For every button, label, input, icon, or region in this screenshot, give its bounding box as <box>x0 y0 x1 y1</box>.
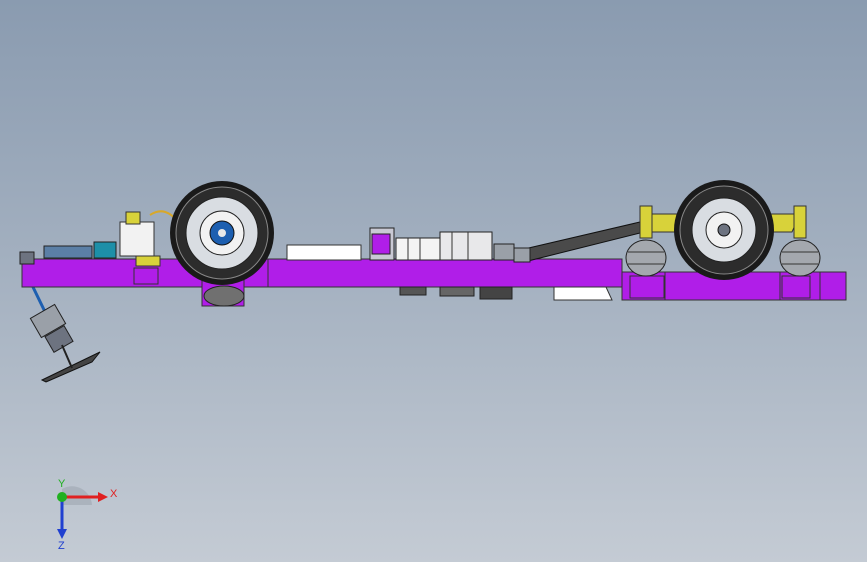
transmission-assembly[interactable] <box>369 227 515 300</box>
step-plate[interactable] <box>553 286 613 301</box>
z-axis-label: Z <box>58 540 65 550</box>
chassis-frame-rail[interactable] <box>21 258 847 301</box>
front-wheel[interactable] <box>170 181 274 307</box>
front-hitch-assembly[interactable] <box>29 284 101 383</box>
front-components[interactable] <box>19 210 179 267</box>
x-axis-label: X <box>110 488 118 500</box>
fuel-tank[interactable] <box>286 244 362 261</box>
y-axis-dot <box>57 492 67 502</box>
coordinate-triad: X Y Z <box>40 475 130 552</box>
drive-shaft[interactable] <box>513 221 645 263</box>
y-axis-label: Y <box>58 478 66 490</box>
rear-wheel[interactable] <box>674 180 774 280</box>
